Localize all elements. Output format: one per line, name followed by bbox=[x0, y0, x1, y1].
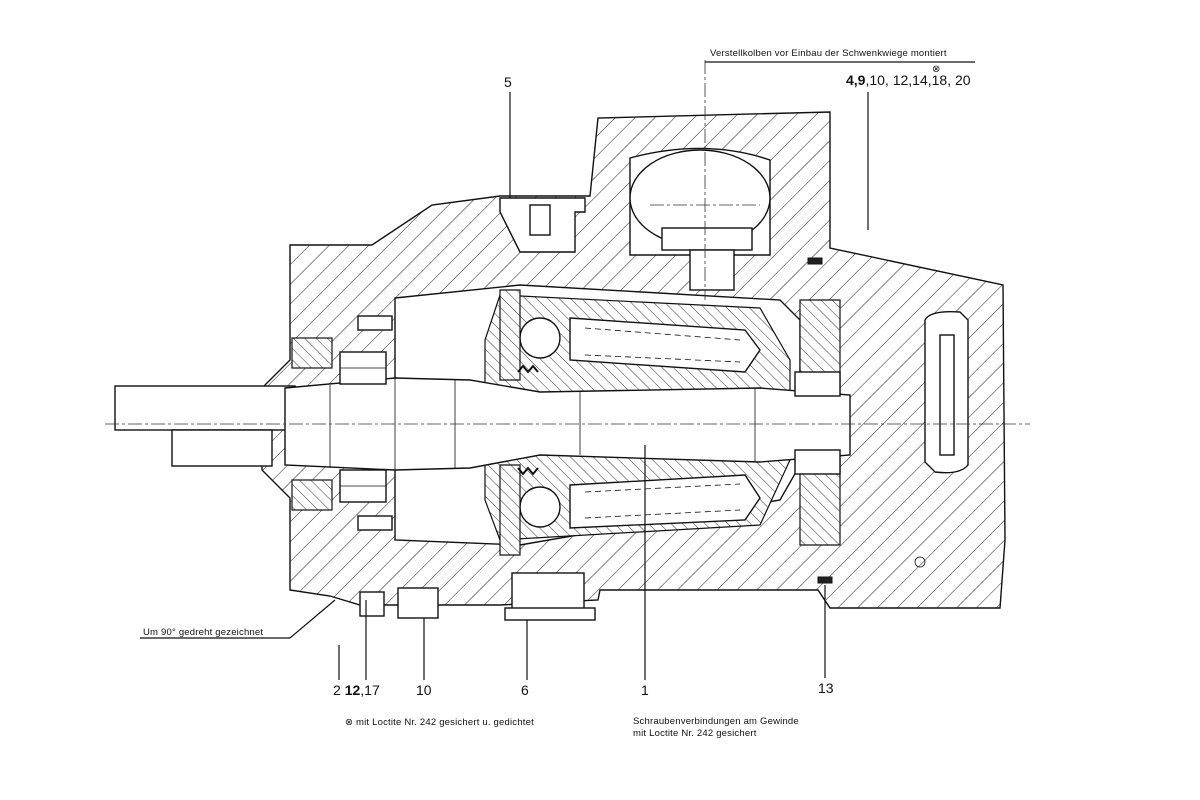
rear-bearing-lower bbox=[794, 449, 841, 475]
servo-piston-stem bbox=[689, 249, 735, 291]
item-12-label: 12 bbox=[344, 682, 361, 698]
screw-2-12 bbox=[359, 591, 385, 617]
piston-lower bbox=[569, 474, 761, 529]
servo-piston-cap bbox=[661, 227, 753, 251]
shaft-spline bbox=[171, 429, 273, 467]
item-13-label: 13 bbox=[818, 680, 834, 696]
item-5-label: 5 bbox=[504, 74, 512, 90]
item-10-label: 10 bbox=[416, 682, 432, 698]
item-group-top-right: 4,9,10, 12,14,18, 20 bbox=[846, 72, 971, 88]
plug-10 bbox=[397, 587, 439, 619]
item-6-label: 6 bbox=[521, 682, 529, 698]
spring-upper bbox=[517, 364, 539, 374]
swash-plate bbox=[499, 289, 521, 556]
shaft-seal-lower bbox=[291, 479, 333, 511]
item-2-label: 2 bbox=[333, 682, 341, 698]
rear-bearing-upper bbox=[794, 371, 841, 397]
item-labels-bottom-left: 2 12,17 bbox=[333, 682, 380, 698]
shaft-seal-upper bbox=[291, 337, 333, 369]
item-17-label: ,17 bbox=[360, 682, 380, 698]
item-1-label: 1 bbox=[641, 682, 649, 698]
footnote-loctite-right-line1: Schraubenverbindungen am Gewinde bbox=[633, 716, 799, 727]
item-group-bold: 4,9 bbox=[846, 72, 866, 88]
top-note: Verstellkolben vor Einbau der Schwenkwie… bbox=[710, 48, 947, 59]
slipper-ball-upper bbox=[519, 317, 561, 359]
item-group-rest: ,10, 12,14,18, 20 bbox=[865, 72, 971, 88]
piston-upper bbox=[569, 317, 761, 373]
seal-ring-13 bbox=[817, 576, 833, 584]
spring-lower bbox=[517, 466, 539, 476]
slipper-ball-lower bbox=[519, 486, 561, 528]
footnote-loctite-left: ⊗ mit Loctite Nr. 242 gesichert u. gedic… bbox=[345, 717, 534, 728]
rotated-note: Um 90° gedreht gezeichnet bbox=[143, 627, 264, 638]
footnote-loctite-right-line2: mit Loctite Nr. 242 gesichert bbox=[633, 728, 757, 739]
right-slot-inner bbox=[939, 334, 955, 456]
plug-6 bbox=[511, 572, 585, 612]
marked-item-symbol: ⊗ bbox=[932, 64, 941, 75]
shaft-extension bbox=[114, 385, 296, 431]
